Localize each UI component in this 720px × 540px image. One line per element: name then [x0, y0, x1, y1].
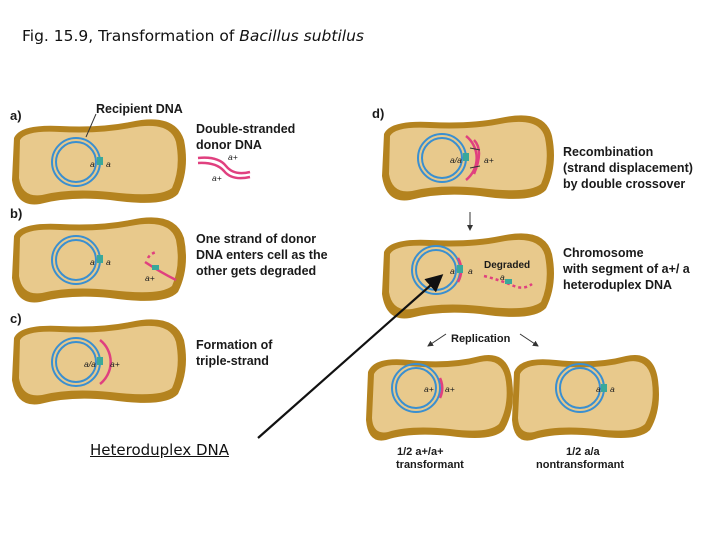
panel-b-letter: b) — [10, 206, 22, 221]
nontransformant-fraction: 1/2 a/a — [566, 446, 601, 458]
cell-b — [12, 217, 186, 303]
panel-b-desc-3: other gets degraded — [196, 264, 316, 278]
panel-d-desc-3: by double crossover — [563, 177, 685, 191]
cell-nontransformant — [512, 355, 659, 441]
locus-d-2: a+ — [484, 155, 494, 165]
locus-b-2: a — [106, 257, 111, 267]
locus-left-2: a+ — [445, 384, 455, 394]
panel-e-desc-2: with segment of a+/ a — [562, 262, 691, 276]
panel-a-desc-2: donor DNA — [196, 138, 262, 152]
replication-arrow-left — [427, 333, 447, 347]
cell-a — [12, 119, 186, 205]
locus-left-1: a+ — [424, 384, 434, 394]
locus-e-1: a — [450, 266, 455, 276]
degraded-label: Degraded — [484, 260, 530, 271]
transformant-fraction: 1/2 a+/a+ — [397, 446, 444, 458]
locus-e-2: a — [468, 266, 473, 276]
locus-a-1: a — [90, 159, 95, 169]
transformant-label: transformant — [396, 459, 464, 471]
panel-c-desc-1: Formation of — [196, 338, 273, 352]
locus-right-1: a — [596, 384, 601, 394]
panel-c-desc-2: triple-strand — [196, 354, 269, 368]
panel-d-letter: d) — [372, 106, 384, 121]
cell-transformant — [366, 355, 513, 441]
panel-e-desc-1: Chromosome — [563, 246, 644, 260]
locus-c-2: a+ — [110, 359, 120, 369]
donor-locus-1: a+ — [228, 152, 238, 162]
locus-c-1: a/a — [84, 359, 96, 369]
donor-dna-strand-2 — [197, 161, 251, 180]
locus-b-1: a — [90, 257, 95, 267]
panel-e: a a Degraded a Chromosome with segment o… — [382, 233, 691, 319]
panel-c-letter: c) — [10, 311, 22, 326]
donor-locus-b: a+ — [145, 273, 155, 283]
panel-b-desc-1: One strand of donor — [196, 232, 316, 246]
cell-d — [382, 115, 554, 201]
donor-locus-2: a+ — [212, 173, 222, 183]
panel-a-letter: a) — [10, 108, 22, 123]
locus-d-1: a/a — [450, 155, 462, 165]
panel-e-desc-3: heteroduplex DNA — [563, 278, 672, 292]
recipient-dna-label: Recipient DNA — [96, 102, 183, 116]
panel-a: a) a a Recipient DNA Double-stranded don… — [10, 102, 295, 205]
recipient-pointer — [85, 113, 97, 138]
replication-label: Replication — [451, 333, 511, 345]
nontransformant-label: nontransformant — [536, 459, 624, 471]
panel-d-desc-2: (strand displacement) — [563, 161, 693, 175]
panel-d: d) a/a a+ Recombination (strand displace… — [372, 106, 693, 201]
panel-d-desc-1: Recombination — [563, 145, 653, 159]
donor-dna-strand-1 — [197, 156, 251, 175]
heteroduplex-arrow — [257, 274, 444, 439]
locus-a-2: a — [106, 159, 111, 169]
species-name: Bacillus subtilus — [239, 27, 364, 45]
panel-c: c) a/a a+ Formation of triple-strand — [10, 311, 273, 405]
figure-title: Fig. 15.9, Transformation of Bacillus su… — [22, 27, 364, 45]
panel-b: b) a a a+ One strand of donor DNA enters… — [10, 206, 328, 303]
cell-c — [12, 319, 186, 405]
heteroduplex-annotation: Heteroduplex DNA — [90, 441, 229, 459]
panel-a-desc-1: Double-stranded — [196, 122, 295, 136]
locus-right-2: a — [610, 384, 615, 394]
replication-arrow-right — [519, 333, 539, 347]
degraded-locus: a — [500, 272, 505, 282]
panel-b-desc-2: DNA enters cell as the — [196, 248, 328, 262]
